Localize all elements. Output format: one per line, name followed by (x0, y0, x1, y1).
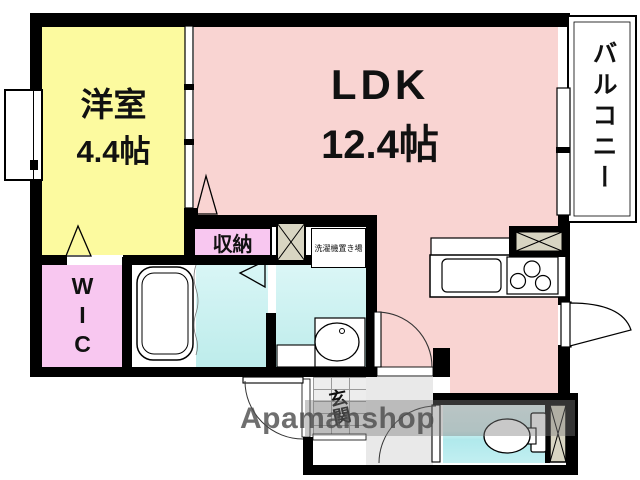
ldk-size: 12.4帖 (321, 123, 439, 167)
storage-closet (193, 227, 272, 257)
wall (30, 255, 67, 265)
entrance-tile (313, 377, 366, 437)
wall (433, 393, 578, 405)
bay-window (4, 89, 43, 181)
western-room-size: 4.4帖 (76, 134, 151, 169)
room-western (42, 27, 185, 255)
balcony-window (556, 87, 571, 216)
wall (122, 257, 132, 377)
wall (30, 178, 42, 377)
wall (30, 367, 377, 377)
wall (184, 215, 377, 227)
balcony-label: バルコニー (589, 39, 617, 195)
ldk-label: LDK 12.4帖 (250, 60, 510, 170)
laundry-space (311, 228, 366, 268)
storage-label: 収納 (212, 233, 253, 256)
room-wic (42, 265, 122, 367)
wall (545, 405, 550, 463)
wall (366, 217, 377, 377)
western-room-label: 洋室 4.4帖 (42, 86, 185, 171)
wall (30, 13, 570, 27)
wall (303, 465, 578, 475)
wall (566, 393, 578, 475)
room-ldk (377, 215, 558, 348)
shaft-box (276, 222, 306, 262)
wall (123, 255, 312, 265)
wic-label: WIC (69, 272, 96, 360)
wall (558, 345, 570, 393)
western-room-name: 洋室 (80, 86, 147, 123)
watermark-text: Apamanshop (240, 402, 436, 435)
room-ldk (194, 27, 558, 215)
laundry-label: 洗濯機置き場 (314, 243, 363, 253)
sliding-partition (184, 25, 194, 209)
entrance-step (313, 437, 366, 465)
wall (30, 13, 42, 95)
wall (558, 213, 570, 305)
ldk-name: LDK (330, 61, 430, 108)
room-washroom (276, 257, 366, 367)
room-ldk (450, 348, 558, 393)
wall (266, 313, 276, 367)
bathtub-zone (132, 263, 196, 367)
front-swing-door (560, 301, 632, 348)
room-ldk (377, 348, 433, 368)
wall (303, 437, 313, 465)
wall (433, 348, 450, 377)
